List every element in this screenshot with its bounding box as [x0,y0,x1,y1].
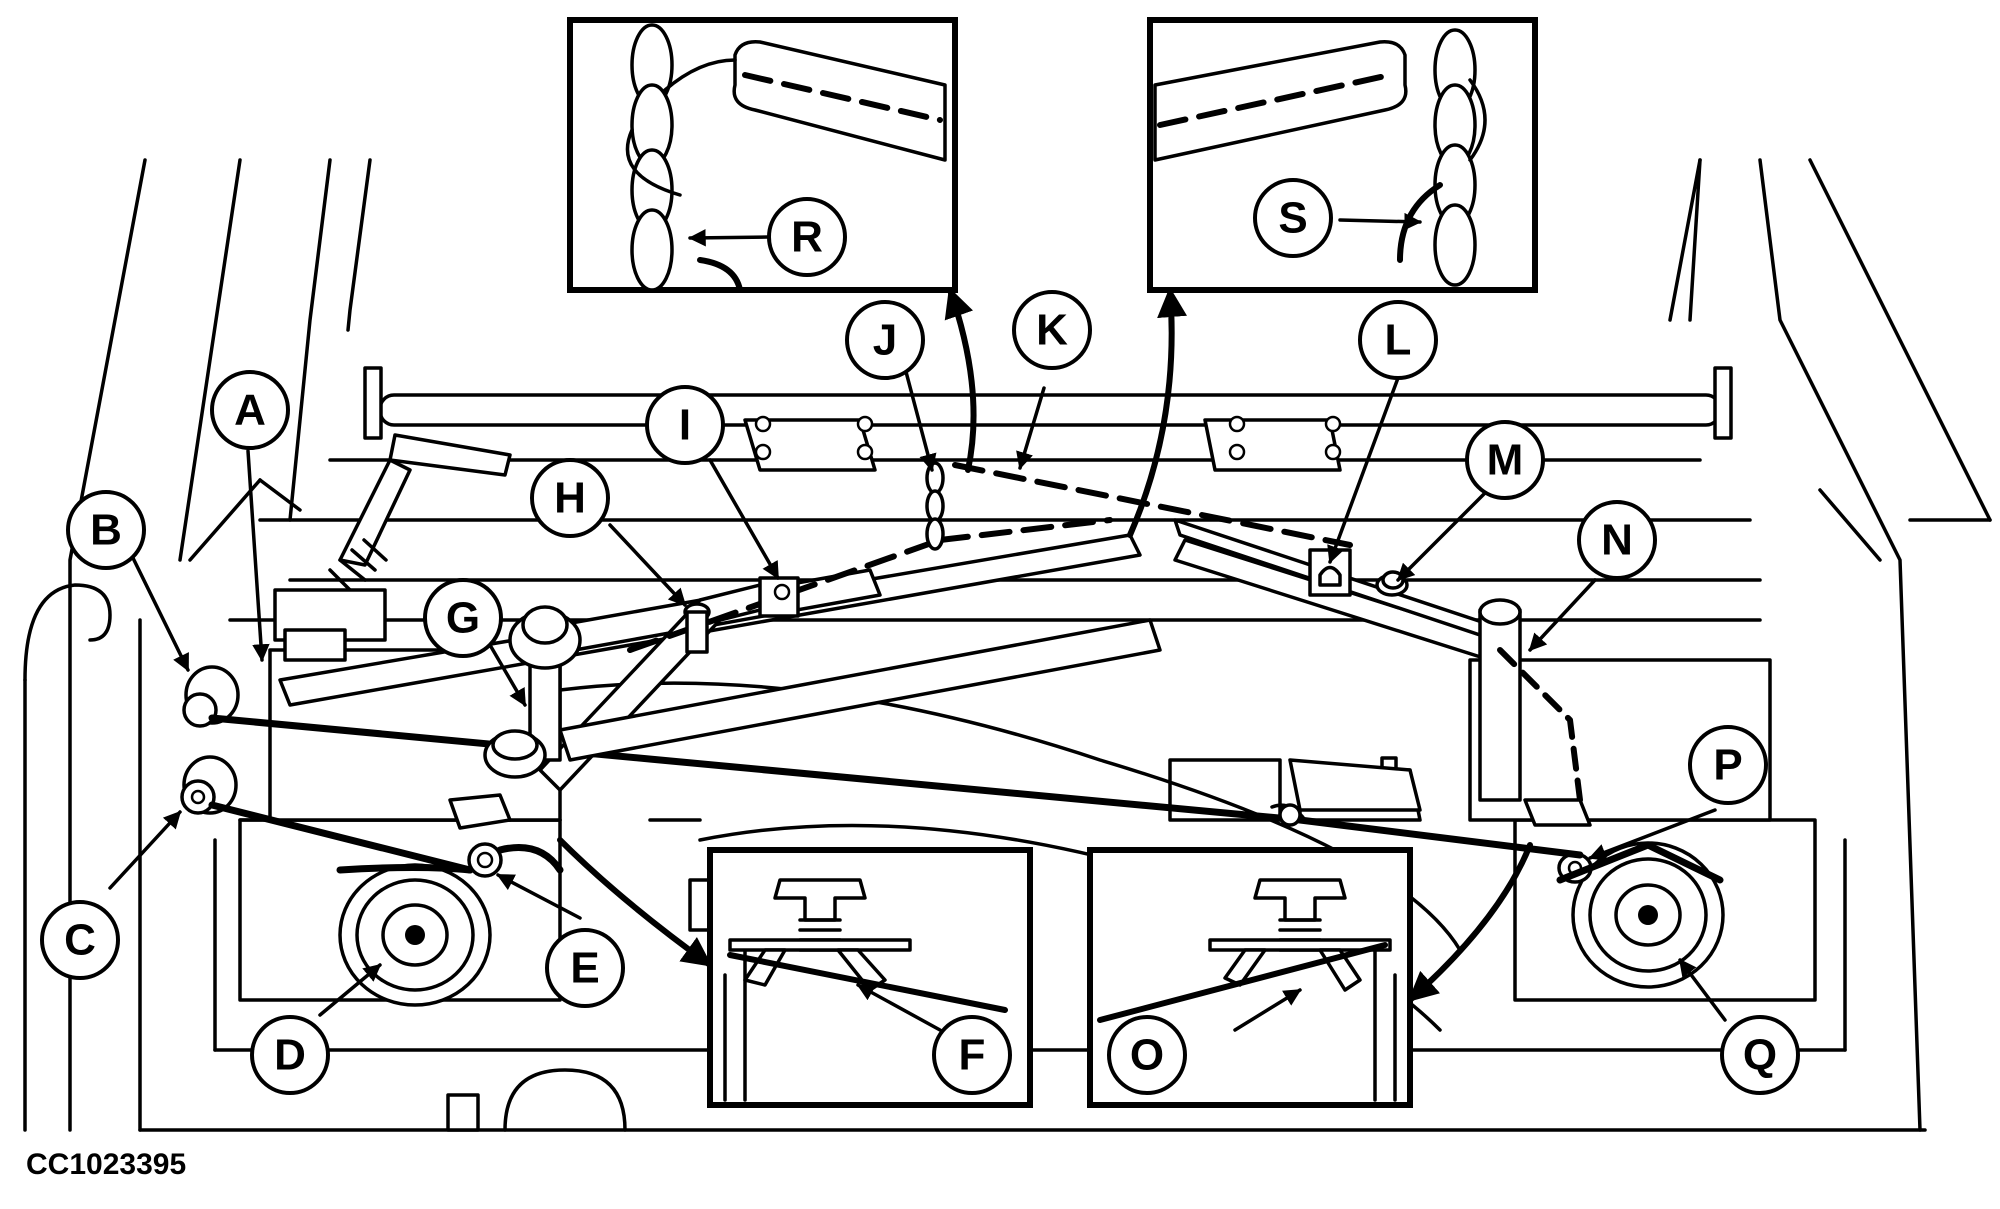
callout-K: K [1012,290,1092,370]
lower-details [446,818,712,1132]
callout-B: B [66,490,146,570]
cable-K [627,461,1583,803]
callout-N: N [1577,500,1657,580]
callout-I: I [645,385,725,465]
pulley-D [338,863,492,1007]
callout-O: O [1107,1015,1187,1095]
callout-G: G [423,578,503,658]
callout-O-label: O [1130,1031,1164,1080]
callout-K-label: K [1036,306,1068,355]
spring-assembly [273,433,512,662]
callout-M-label: M [1487,436,1524,485]
belt-guide-clips [448,758,1592,830]
callout-A-label: A [234,386,266,435]
callout-F: F [932,1015,1012,1095]
idler-E [467,842,503,878]
idler-pulleys-B-C [180,665,240,815]
callout-S: S [1253,178,1333,258]
inset-R [567,17,958,293]
callout-G-label: G [446,594,480,643]
callout-D: D [250,1015,330,1095]
callout-P: P [1688,725,1768,805]
callout-C: C [40,900,120,980]
callout-D-label: D [274,1031,306,1080]
callout-R: R [767,197,847,277]
leader-arrows [108,212,1727,1032]
callout-H-label: H [554,474,586,523]
callout-P-label: P [1713,741,1742,790]
callout-S-label: S [1278,194,1307,243]
callout-F-label: F [959,1031,986,1080]
callout-B-label: B [90,506,122,555]
callout-C-label: C [64,916,96,965]
callout-I-label: I [679,401,691,450]
callout-E: E [545,928,625,1008]
callout-L-label: L [1385,316,1412,365]
callout-N-label: N [1601,516,1633,565]
callout-Q-label: Q [1743,1031,1777,1080]
callout-M: M [1465,420,1545,500]
inset-S [1147,17,1538,293]
callout-R-label: R [791,213,823,262]
pulley-Q [1571,841,1725,989]
callout-H: H [530,458,610,538]
callout-J: J [845,300,925,380]
callout-E-label: E [570,944,599,993]
callout-Q: Q [1720,1015,1800,1095]
callout-A: A [210,370,290,450]
callout-J-label: J [873,316,897,365]
callout-L: L [1358,300,1438,380]
figure-code: CC1023395 [26,1148,187,1181]
